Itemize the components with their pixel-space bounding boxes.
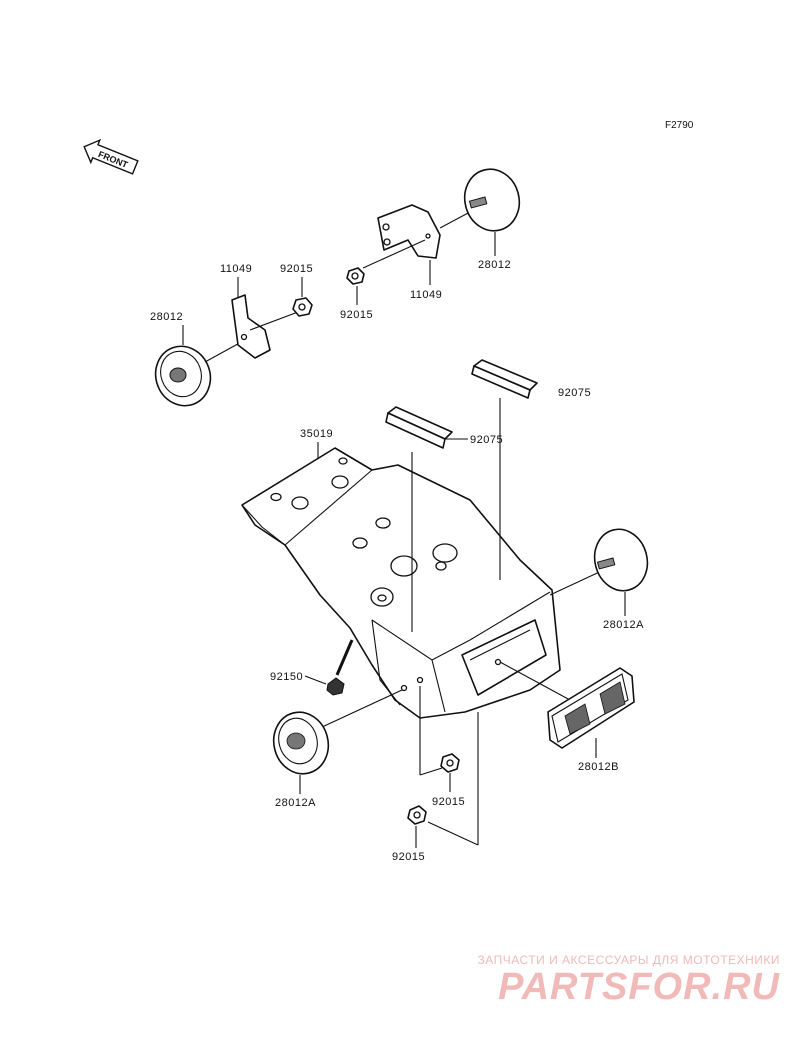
- label-28012B: 28012B: [578, 761, 619, 773]
- label-11049-left: 11049: [220, 263, 252, 275]
- label-92015-bot2: 92015: [392, 851, 425, 863]
- label-92015-bot1: 92015: [432, 796, 465, 808]
- nut-92015-bottom1: [440, 753, 460, 773]
- label-28012-left: 28012: [150, 311, 183, 323]
- left-nut-92015: [292, 297, 313, 317]
- label-92015-left: 92015: [280, 263, 313, 275]
- pad-92075-top: [471, 359, 538, 399]
- watermark-tagline: ЗАПЧАСТИ И АКСЕССУАРЫ ДЛЯ МОТОТЕХНИКИ: [477, 953, 780, 967]
- left-reflector-28012A: [272, 711, 330, 775]
- left-reflector-28012: [154, 345, 212, 407]
- label-28012A-left: 28012A: [275, 797, 316, 809]
- top-nut-92015: [346, 267, 365, 285]
- label-28012-top: 28012: [478, 259, 511, 271]
- nut-92015-bottom2: [407, 805, 427, 825]
- label-11049-top: 11049: [410, 289, 442, 301]
- label-92015-top: 92015: [340, 309, 373, 321]
- top-bracket-11049: [377, 204, 441, 259]
- lamp-28012B: [547, 667, 635, 749]
- right-reflector-28012A: [593, 528, 649, 592]
- label-35019: 35019: [300, 428, 333, 440]
- label-28012A-right: 28012A: [603, 619, 644, 631]
- left-bracket-11049: [231, 294, 271, 359]
- label-92150: 92150: [270, 671, 303, 683]
- top-reflector-28012: [463, 168, 521, 232]
- label-92075-top: 92075: [558, 387, 591, 399]
- pad-92075-mid: [385, 406, 453, 449]
- watermark-logo: PARTSFOR.RU: [498, 966, 780, 1008]
- figure-code: F2790: [665, 120, 694, 131]
- label-92075-mid: 92075: [470, 434, 503, 446]
- bolt-92150: [326, 639, 354, 696]
- front-arrow-icon: FRONT: [83, 138, 139, 175]
- main-bracket-35019: [241, 447, 561, 719]
